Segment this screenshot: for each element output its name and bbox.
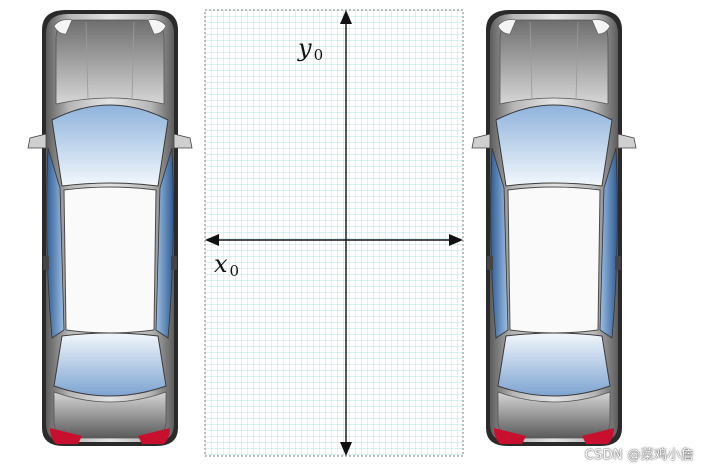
x-axis xyxy=(205,234,463,246)
car-left-icon xyxy=(27,9,193,447)
y-axis xyxy=(340,10,352,456)
watermark: CSDN @菜鸡小詹 xyxy=(584,448,694,463)
parking-grid xyxy=(204,9,464,457)
car-right-icon xyxy=(471,9,637,447)
